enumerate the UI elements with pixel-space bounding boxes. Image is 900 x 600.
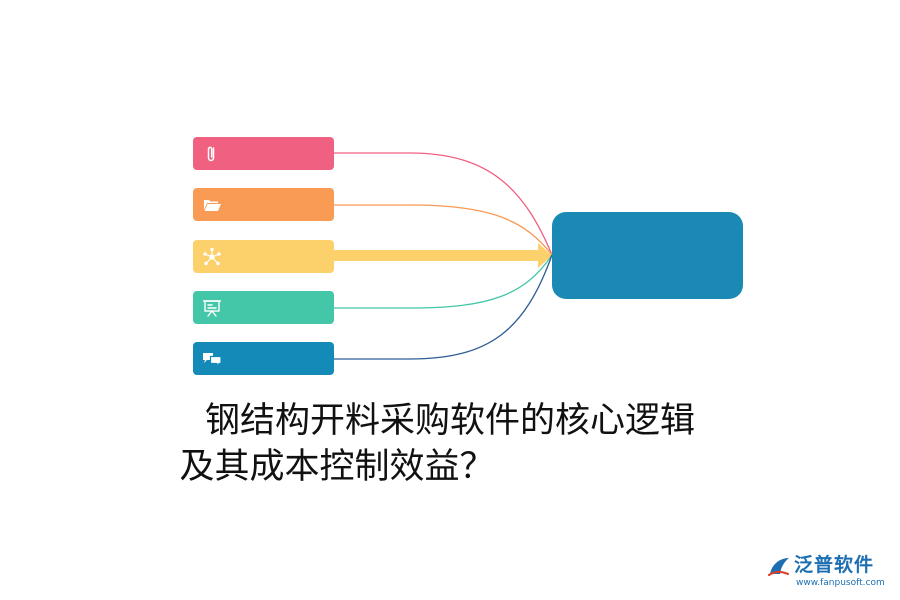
brand-watermark: 泛普软件 www.fanpusoft.com [760,550,892,594]
connector-line-2 [334,204,553,256]
connector-line-4 [334,254,553,309]
brand-name: 泛普软件 [794,554,875,576]
highlighted-connector-arrow-shaft [334,250,540,261]
category-bar-3 [193,240,334,273]
central-hub-node [552,212,743,299]
category-bar-4 [193,291,334,324]
category-bar-2 [193,188,334,221]
title-line-2: 及其成本控制效益？ [179,447,495,487]
connector-line-1 [334,152,553,256]
chat-bubbles-icon [203,353,222,369]
category-bar-1 [193,137,334,170]
folder-icon [204,200,221,211]
category-bar-5 [193,342,334,375]
network-icon [203,247,221,266]
highlighted-connector-arrow-head [538,243,552,268]
connector-line-5 [334,254,553,360]
paperclip-icon [207,146,215,162]
diagram-title: 钢结构开料采购软件的核心逻辑 及其成本控制效益？ [120,398,780,490]
title-line-1: 钢结构开料采购软件的核心逻辑 [204,401,695,441]
brand-logo-icon [767,558,790,577]
brand-url: www.fanpusoft.com [796,578,885,588]
presentation-icon [202,300,222,317]
